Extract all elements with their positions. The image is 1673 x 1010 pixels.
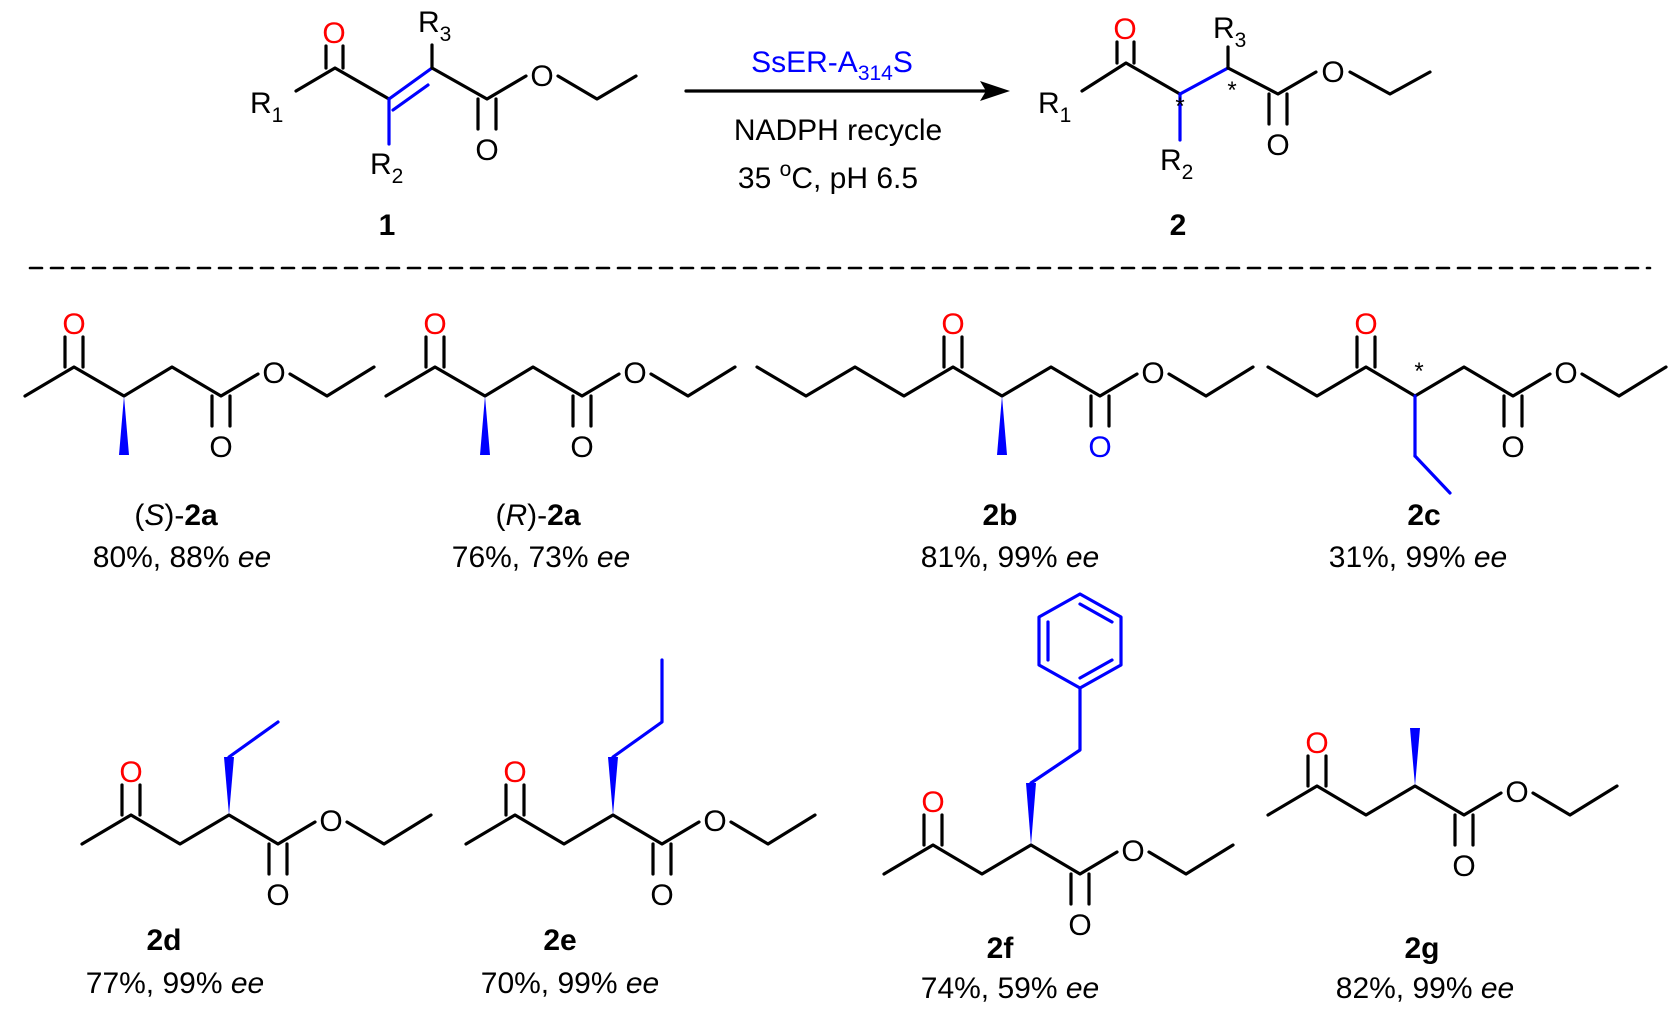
label-2a-r: (R)-2a [495, 499, 580, 532]
2f-carbonyl-oxygen: O [1068, 909, 1091, 942]
product-keto-oxygen: O [1113, 13, 1136, 46]
result-2f: 74%, 59% ee [921, 972, 1099, 1005]
wedge-2d [224, 757, 234, 815]
label-2g: 2g [1404, 932, 1439, 965]
result-2g: 82%, 99% ee [1336, 972, 1514, 1005]
2c-keto-oxygen: O [1354, 308, 1377, 341]
2g-ester-oxygen: O [1505, 776, 1528, 809]
2d-carbonyl-oxygen: O [266, 879, 289, 912]
2c-carbonyl-oxygen: O [1501, 431, 1524, 464]
2g-keto-oxygen: O [1305, 727, 1328, 760]
substrate-structure [294, 43, 638, 146]
substrate-carbonyl-oxygen: O [475, 134, 498, 167]
structure-2d [80, 720, 433, 876]
2b-keto-oxygen: O [941, 308, 964, 341]
wedge-2f [1026, 783, 1036, 845]
label-2b: 2b [982, 499, 1017, 532]
substrate-r2: R2 [370, 148, 403, 188]
substrate-r1: R1 [250, 87, 283, 127]
structure-2b [755, 335, 1255, 428]
result-2a-s: 80%, 88% ee [93, 541, 271, 574]
2b-carbonyl-oxygen: O [1088, 431, 1111, 464]
label-2f: 2f [987, 932, 1015, 965]
wedge-2g [1410, 728, 1420, 786]
2c-ester-oxygen: O [1554, 357, 1577, 390]
product-r1: R1 [1038, 87, 1071, 127]
product-r2: R2 [1160, 144, 1193, 184]
substrate-keto-oxygen: O [322, 17, 345, 50]
structure-2a-r [384, 335, 737, 428]
wedge-2b [997, 396, 1007, 455]
2a-r-carbonyl-oxygen: O [570, 431, 593, 464]
2e-ester-oxygen: O [703, 805, 726, 838]
2a-s-ester-oxygen: O [262, 357, 285, 390]
2e-keto-oxygen: O [503, 756, 526, 789]
product-carbonyl-oxygen: O [1266, 129, 1289, 162]
product-ester-oxygen: O [1321, 56, 1344, 89]
substrate-label: 1 [379, 209, 396, 242]
substrate-ester-oxygen: O [530, 60, 553, 93]
result-2d: 77%, 99% ee [86, 967, 264, 1000]
2f-ester-oxygen: O [1121, 835, 1144, 868]
2e-carbonyl-oxygen: O [650, 879, 673, 912]
product-r3: R3 [1213, 12, 1246, 52]
2a-s-keto-oxygen: O [62, 308, 85, 341]
product-stereocenter-a: * [1175, 93, 1184, 120]
cofactor-text: NADPH recycle [734, 114, 942, 147]
wedge-2a-s [119, 396, 129, 455]
2c-stereocenter: * [1414, 358, 1423, 385]
product-structure [1080, 40, 1432, 142]
result-2c: 31%, 99% ee [1329, 541, 1507, 574]
stereo-wedges [119, 396, 1420, 845]
enzyme-text: SsER-A314S [751, 46, 913, 85]
structure-2a-s [23, 335, 376, 428]
label-2d: 2d [146, 924, 181, 957]
conditions-text: 35 oC, pH 6.5 [738, 158, 918, 195]
2d-ester-oxygen: O [319, 805, 342, 838]
2f-keto-oxygen: O [921, 786, 944, 819]
wedge-2e [608, 757, 618, 815]
structure-2c [1266, 335, 1668, 495]
wedge-2a-r [480, 396, 490, 455]
2a-r-ester-oxygen: O [623, 357, 646, 390]
result-2a-r: 76%, 73% ee [452, 541, 630, 574]
label-2a-s: (S)-2a [134, 499, 218, 532]
reaction-arrow-head [980, 81, 1010, 101]
structure-2f [882, 592, 1235, 906]
2g-carbonyl-oxygen: O [1452, 850, 1475, 883]
2a-s-carbonyl-oxygen: O [209, 431, 232, 464]
2b-ester-oxygen: O [1141, 357, 1164, 390]
substrate-r3: R3 [418, 6, 451, 46]
product-stereocenter-b: * [1227, 77, 1236, 104]
2a-r-keto-oxygen: O [423, 308, 446, 341]
product-label: 2 [1170, 209, 1187, 242]
result-2b: 81%, 99% ee [921, 541, 1099, 574]
structure-2g [1266, 754, 1619, 847]
label-2e: 2e [543, 924, 576, 957]
label-2c: 2c [1407, 499, 1440, 532]
structure-2e [464, 658, 817, 876]
2d-keto-oxygen: O [119, 756, 142, 789]
result-2e: 70%, 99% ee [481, 967, 659, 1000]
